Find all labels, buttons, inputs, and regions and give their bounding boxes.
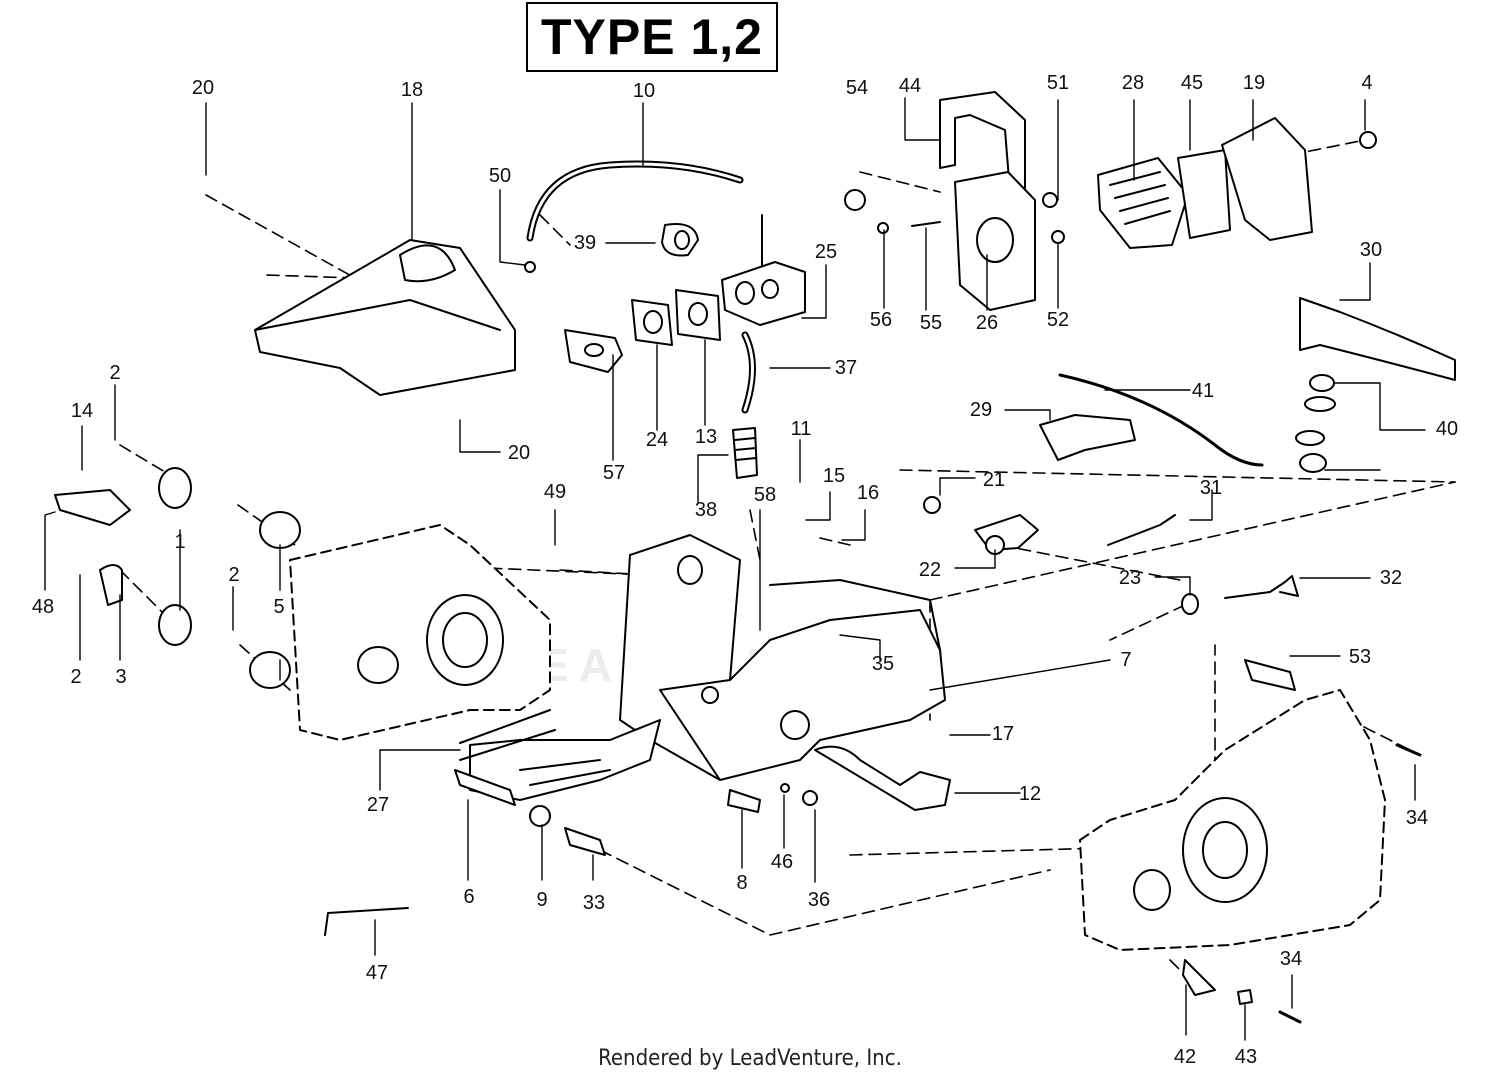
callout-15: 15 (823, 465, 845, 487)
callout-2-a: 2 (109, 362, 120, 384)
callout-35: 35 (872, 653, 894, 675)
main-body (469, 534, 946, 801)
callout-5: 5 (273, 596, 284, 618)
callout-23: 23 (1119, 567, 1141, 589)
callout-8: 8 (736, 872, 747, 894)
callout-21: 21 (983, 469, 1005, 491)
callout-9: 9 (536, 889, 547, 911)
callout-20-bottom: 20 (508, 442, 530, 464)
callout-50: 50 (489, 165, 511, 187)
callout-56: 56 (870, 309, 892, 331)
crankcase-right (1079, 689, 1422, 1024)
callout-45: 45 (1181, 72, 1203, 94)
callout-1: 1 (174, 531, 185, 553)
callout-6: 6 (463, 886, 474, 908)
callout-37: 37 (835, 357, 857, 379)
small-parts (324, 709, 951, 936)
callout-40: 40 (1436, 418, 1458, 440)
carburettor-parts (524, 214, 806, 479)
callout-39: 39 (574, 232, 596, 254)
callout-33: 33 (583, 892, 605, 914)
callout-43: 43 (1235, 1046, 1257, 1068)
callout-46: 46 (771, 851, 793, 873)
callout-16: 16 (857, 482, 879, 504)
callout-14: 14 (71, 400, 93, 422)
callout-17: 17 (992, 723, 1014, 745)
callout-20-top: 20 (192, 77, 214, 99)
callout-36: 36 (808, 889, 830, 911)
callout-30: 30 (1360, 239, 1382, 261)
callout-4: 4 (1361, 72, 1372, 94)
callout-12: 12 (1019, 783, 1041, 805)
air-filter-parts (844, 91, 1377, 311)
footer-credit: Rendered by LeadVenture, Inc. (598, 1046, 902, 1071)
part-18-cover (254, 239, 516, 396)
callout-11: 11 (791, 418, 812, 440)
callout-55: 55 (920, 312, 942, 334)
callout-25: 25 (815, 241, 837, 263)
callout-3: 3 (115, 666, 126, 688)
callout-labels: 20 18 10 50 39 25 54 44 51 28 45 19 4 56… (32, 72, 1458, 1068)
callout-44: 44 (899, 75, 921, 97)
leader-lines (44, 97, 1426, 1041)
callout-41: 41 (1192, 380, 1214, 402)
callout-2-b: 2 (228, 564, 239, 586)
mount-parts (54, 467, 301, 689)
diagram-title: TYPE 1,2 (526, 2, 778, 72)
callout-32: 32 (1380, 567, 1402, 589)
callout-34-a: 34 (1406, 807, 1428, 829)
callout-54: 54 (846, 77, 868, 99)
callout-18: 18 (401, 79, 423, 101)
callout-48: 48 (32, 596, 54, 618)
callout-13: 13 (695, 426, 717, 448)
callout-53: 53 (1349, 646, 1371, 668)
callout-34-b: 34 (1280, 948, 1302, 970)
callout-2-c: 2 (70, 666, 81, 688)
callout-27: 27 (367, 794, 389, 816)
callout-49: 49 (544, 481, 566, 503)
callout-38: 38 (695, 499, 717, 521)
callout-52: 52 (1047, 309, 1069, 331)
callout-22: 22 (919, 559, 941, 581)
callout-51: 51 (1047, 72, 1069, 94)
callout-26: 26 (976, 312, 998, 334)
callout-31: 31 (1200, 477, 1222, 499)
callout-7: 7 (1120, 649, 1131, 671)
callout-28: 28 (1122, 72, 1144, 94)
callout-29: 29 (970, 399, 992, 421)
crankcase-left (289, 524, 551, 741)
callout-42: 42 (1174, 1046, 1196, 1068)
part-40-caps (1295, 374, 1336, 473)
callout-10: 10 (633, 80, 655, 102)
callout-24: 24 (646, 429, 668, 451)
callout-57: 57 (603, 462, 625, 484)
callout-58: 58 (754, 484, 776, 506)
callout-19: 19 (1243, 72, 1265, 94)
callout-47: 47 (366, 962, 388, 984)
